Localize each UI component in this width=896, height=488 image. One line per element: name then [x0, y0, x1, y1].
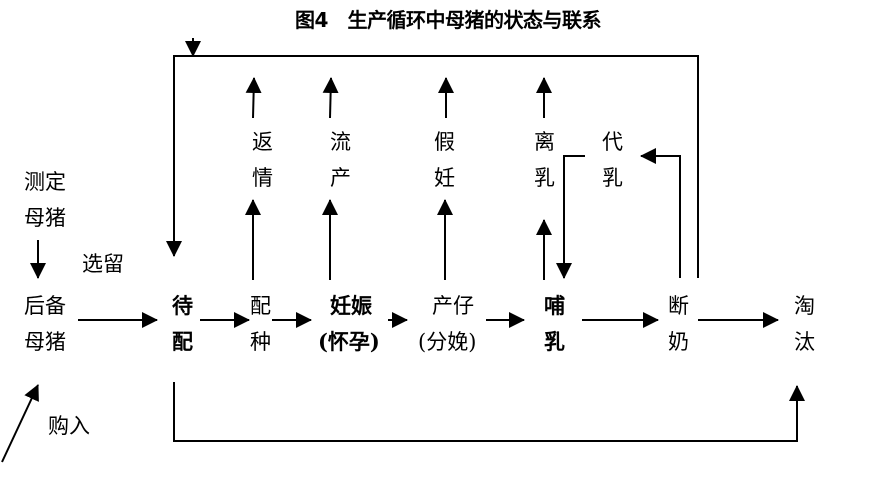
edge-purchase-to-reserve	[1, 384, 39, 463]
node-breed-line1: 配	[250, 294, 271, 318]
node-return-heat: 返 情	[252, 124, 273, 196]
node-pregnant-line1: 妊娠	[330, 293, 372, 318]
node-farrow-line2: (分娩)	[418, 330, 477, 354]
node-foster: 代 乳	[602, 124, 623, 196]
node-return-heat-line1: 返	[252, 130, 273, 154]
node-return-heat-line2: 情	[252, 166, 273, 190]
node-leave-milk-line1: 离	[534, 130, 555, 154]
edge-wean-back-to-wait	[166, 55, 699, 278]
node-farrow: 产仔 (分娩)	[418, 288, 476, 360]
node-nurse-line2: 乳	[544, 329, 565, 354]
node-breed-line2: 种	[250, 330, 271, 354]
node-measure: 测定 母猪	[24, 164, 66, 236]
edge-wait-to-cull	[173, 382, 805, 442]
node-false-preg-line2: 妊	[434, 166, 455, 190]
node-breed: 配 种	[250, 288, 271, 360]
node-false-preg: 假 妊	[434, 124, 455, 196]
node-reserve-line2: 母猪	[24, 330, 66, 354]
node-foster-line1: 代	[602, 130, 623, 154]
node-false-preg-line1: 假	[434, 130, 455, 154]
figure-title: 图4 生产循环中母猪的状态与联系	[295, 8, 601, 32]
node-cull: 淘 汰	[794, 288, 815, 360]
node-abort: 流 产	[330, 124, 351, 196]
node-reserve-line1: 后备	[24, 294, 66, 318]
node-pregnant: 妊娠 (怀孕)	[318, 288, 380, 360]
edge-wean-to-foster	[640, 148, 681, 278]
node-measure-line1: 测定	[24, 170, 66, 194]
node-wean-line1: 断	[668, 294, 689, 318]
edge-foster-to-nurse	[556, 155, 585, 279]
node-wait-line1: 待	[172, 293, 193, 318]
node-wean-line2: 奶	[668, 330, 689, 354]
node-foster-line2: 乳	[602, 166, 623, 190]
edge-return-heat-up	[245, 77, 262, 119]
label-purchase: 购入	[48, 414, 90, 438]
node-leave-milk-line2: 乳	[534, 166, 555, 190]
node-measure-line2: 母猪	[24, 206, 66, 230]
node-abort-line1: 流	[330, 130, 351, 154]
node-nurse: 哺 乳	[544, 288, 565, 360]
node-nurse-line1: 哺	[544, 293, 565, 318]
node-reserve: 后备 母猪	[24, 288, 66, 360]
node-pregnant-line2: (怀孕)	[318, 329, 380, 354]
node-wait-line2: 配	[172, 329, 193, 354]
node-wait: 待 配	[172, 288, 193, 360]
label-select: 选留	[82, 252, 124, 276]
node-cull-line1: 淘	[794, 294, 815, 318]
node-leave-milk: 离 乳	[534, 124, 555, 196]
node-abort-line2: 产	[330, 166, 351, 190]
node-cull-line2: 汰	[794, 330, 815, 354]
node-wean: 断 奶	[668, 288, 689, 360]
node-farrow-line1: 产仔	[432, 294, 474, 318]
edge-abort-up	[322, 77, 339, 119]
